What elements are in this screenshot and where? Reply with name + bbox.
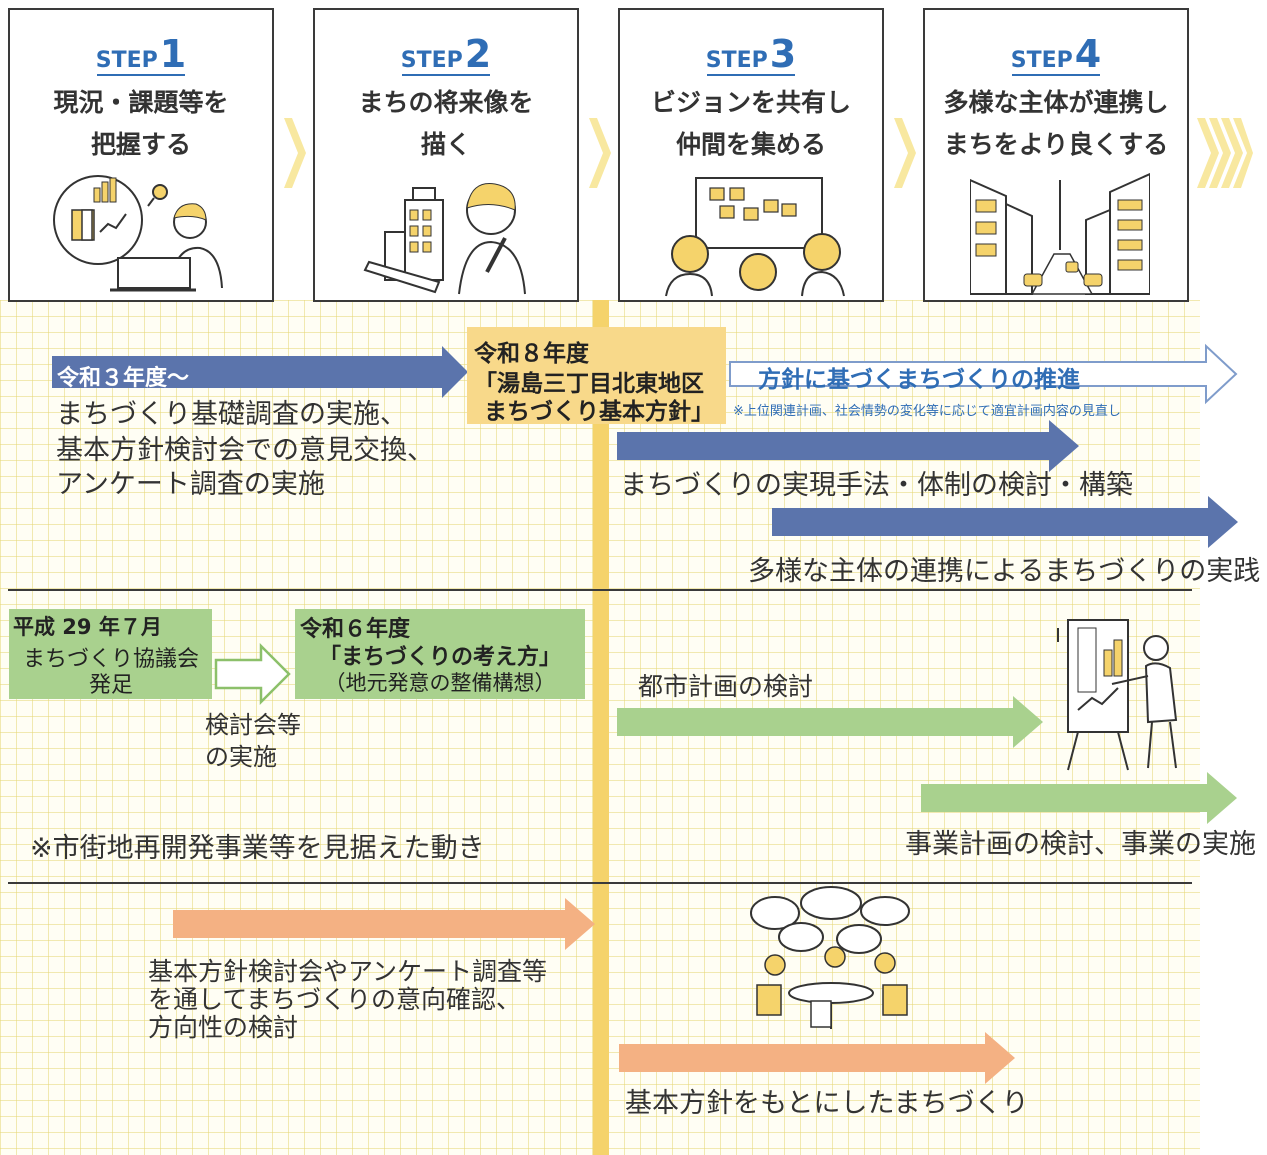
step-4-title-line1: 多様な主体が連携し xyxy=(943,88,1169,117)
start-text-line1: まちづくり基礎調査の実施、 xyxy=(56,399,407,430)
step-3-title-line2: 仲間を集める xyxy=(675,130,826,159)
council-start: 発足 xyxy=(88,673,133,698)
cityscape-illustration-icon xyxy=(970,172,1150,295)
promote-outline-arrow xyxy=(729,343,1238,405)
presenter-illustration-icon xyxy=(1057,619,1178,771)
basic-plan-arrow xyxy=(619,1032,1015,1084)
milestone-title-line2: まちづくり基本方針」 xyxy=(484,399,714,425)
intention-arrow xyxy=(173,898,595,950)
step-chevron-2-icon xyxy=(589,118,611,188)
planning-illustration-icon xyxy=(363,183,526,295)
method-arrow xyxy=(617,420,1079,472)
step-1-card: STEP1 現況・課題等を 把握する xyxy=(8,8,274,302)
study-label-line2: の実施 xyxy=(205,743,277,771)
step-4-title-line2: まちをより良くする xyxy=(943,130,1169,159)
start-year-label: 令和３年度～ xyxy=(57,366,190,391)
method-label: まちづくりの実現手法・体制の検討・構築 xyxy=(620,470,1133,501)
concept-year: 令和６年度 xyxy=(300,617,411,642)
promote-label: 方針に基づくまちづくりの推進 xyxy=(758,367,1080,393)
intention-text-line3: 方向性の検討 xyxy=(148,1013,299,1042)
intention-text-line1: 基本方針検討会やアンケート調査等 xyxy=(148,957,548,986)
meeting-illustration-icon xyxy=(750,886,910,1029)
project-label: 事業計画の検討、事業の実施 xyxy=(905,829,1256,860)
divider-1 xyxy=(8,589,1192,591)
practice-arrow xyxy=(772,496,1238,548)
step-2-card: STEP2 まちの将来像を 描く xyxy=(313,8,579,302)
concept-subtitle: （地元発意の整備構想） xyxy=(324,671,556,695)
start-text-line2: 基本方針検討会での意見交換、 xyxy=(56,435,434,466)
promote-note: ※上位関連計画、社会情勢の変化等に応じて適宜計画内容の見直し xyxy=(733,404,1121,419)
step-3-card: STEP3 ビジョンを共有し 仲間を集める xyxy=(618,8,884,302)
intention-text-line2: を通してまちづくりの意向確認、 xyxy=(148,985,522,1014)
council-date: 平成 29 年７月 xyxy=(13,615,162,639)
step-3-title-line1: ビジョンを共有し xyxy=(650,88,851,117)
milestone-box xyxy=(467,327,726,424)
step-2-title-line2: 描く xyxy=(420,130,471,159)
step-4-card: STEP4 多様な主体が連携し まちをより良くする xyxy=(923,8,1189,302)
step-chevron-1-icon xyxy=(284,118,306,188)
step-2-title-line1: まちの将来像を xyxy=(358,88,534,117)
milestone-vertical-line xyxy=(593,300,609,1155)
practice-label: 多様な主体の連携によるまちづくりの実践 xyxy=(748,556,1261,587)
step-1-title-line1: 現況・課題等を xyxy=(53,88,229,117)
milestone-title-line1: 「湯島三丁目北東地区 xyxy=(474,371,704,397)
basic-plan-label: 基本方針をもとにしたまちづくり xyxy=(625,1088,1029,1119)
step-4-label: STEP4 xyxy=(1010,32,1102,76)
project-arrow xyxy=(921,772,1237,824)
start-text-line3: アンケート調査の実施 xyxy=(56,469,325,500)
brainstorm-illustration-icon xyxy=(665,177,845,297)
step-2-label: STEP2 xyxy=(400,32,492,76)
study-label-line1: 検討会等 xyxy=(205,711,301,739)
council-name: まちづくり協議会 xyxy=(22,647,199,672)
urban-plan-label: 都市計画の検討 xyxy=(638,672,814,701)
divider-2 xyxy=(8,882,1192,884)
step-chevron-3-icon xyxy=(894,118,916,188)
step-1-title-line2: 把握する xyxy=(90,130,191,159)
analysis-illustration-icon xyxy=(53,175,223,292)
urban-plan-arrow xyxy=(617,696,1043,748)
concept-box xyxy=(295,609,585,699)
council-box xyxy=(9,609,212,699)
step-chevron-final-icon xyxy=(1197,118,1253,188)
study-outline-arrow xyxy=(214,642,291,706)
milestone-year: 令和８年度 xyxy=(474,341,589,367)
redevelopment-note: ※市街地再開発事業等を見据えた動き xyxy=(30,833,485,864)
step-3-label: STEP3 xyxy=(705,32,797,76)
step-1-label: STEP1 xyxy=(95,32,187,76)
start-arrow xyxy=(52,346,468,398)
concept-title: 「まちづくりの考え方」 xyxy=(318,645,561,670)
